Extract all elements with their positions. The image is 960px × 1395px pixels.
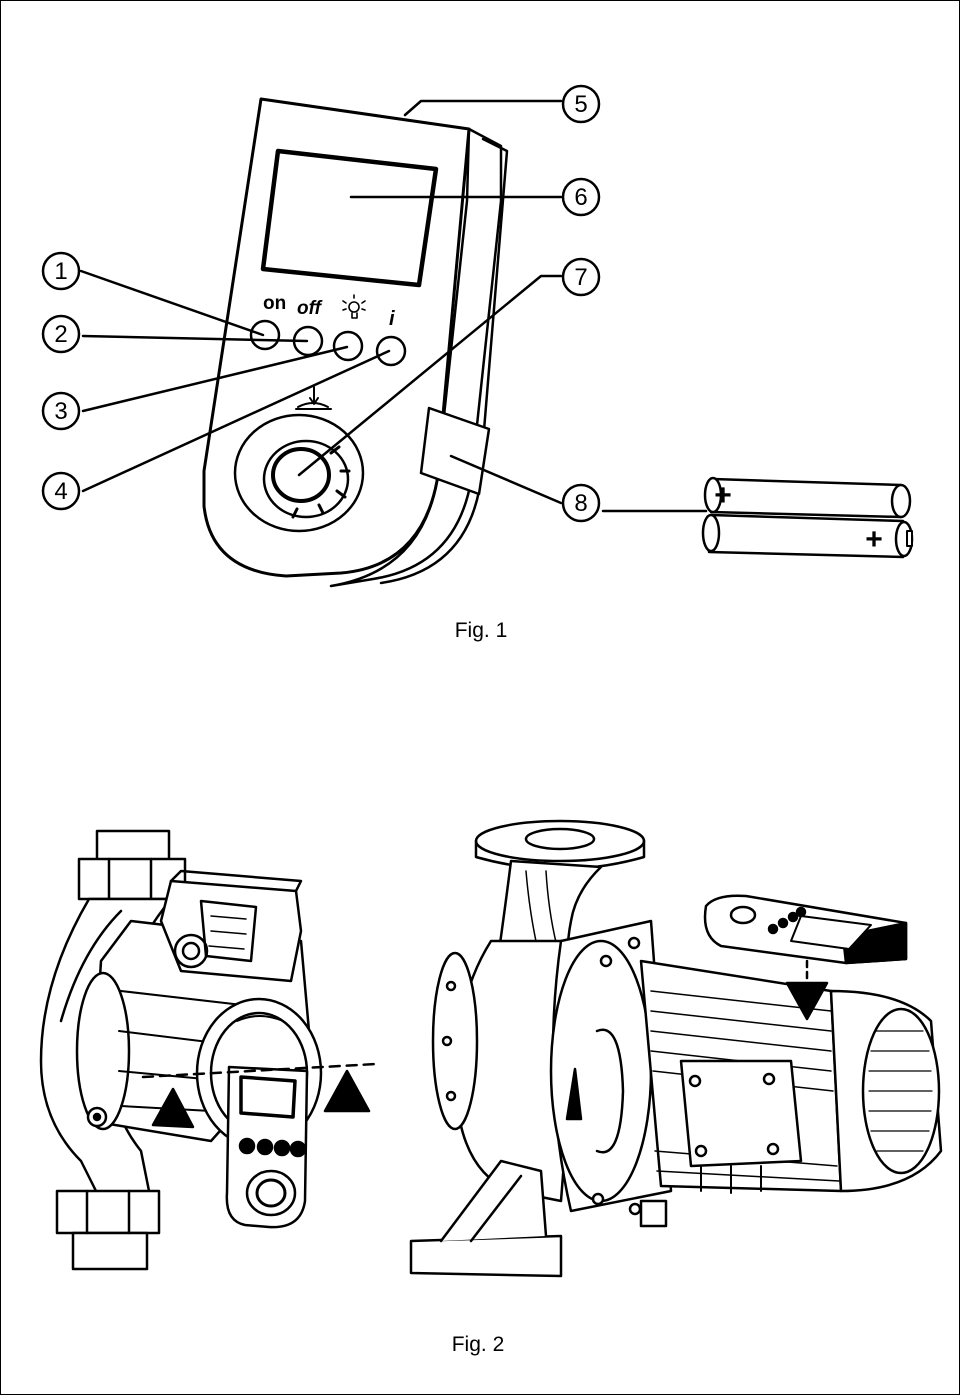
press-arrow-icon xyxy=(295,386,332,410)
batteries xyxy=(701,476,914,559)
up-arrow-left xyxy=(151,1087,195,1129)
figure-2-caption: Fig. 2 xyxy=(451,1333,505,1356)
hovering-remote xyxy=(703,894,908,965)
callouts xyxy=(41,84,601,523)
info-label: i xyxy=(389,308,395,330)
figure-2 xyxy=(39,819,943,1278)
callout-3 xyxy=(41,391,81,431)
callout-7-number: 7 xyxy=(574,264,587,291)
down-arrow xyxy=(785,981,829,1021)
inline-pump xyxy=(39,829,378,1271)
callout-2-number: 2 xyxy=(54,321,67,348)
callout-4 xyxy=(41,471,81,511)
mounted-remote xyxy=(225,1065,309,1229)
remote-control xyxy=(202,97,509,588)
lightbulb-icon xyxy=(342,294,366,319)
callout-3-number: 3 xyxy=(54,398,67,425)
light-button[interactable] xyxy=(332,330,364,362)
battery-cover xyxy=(419,406,491,496)
leader-lines xyxy=(79,99,708,513)
callout-1 xyxy=(41,251,81,291)
callout-7 xyxy=(561,257,601,297)
callout-6 xyxy=(561,177,601,217)
callout-4-number: 4 xyxy=(54,478,67,505)
callout-8-number: 8 xyxy=(574,490,587,517)
figure-1-caption: Fig. 1 xyxy=(454,619,508,642)
on-button[interactable] xyxy=(249,319,281,351)
display-screen xyxy=(260,148,439,288)
callout-1-number: 1 xyxy=(54,258,67,285)
battery-plus-bottom: + xyxy=(865,523,883,556)
info-button[interactable] xyxy=(375,335,407,367)
off-label: off xyxy=(297,298,323,319)
callout-5 xyxy=(561,84,601,124)
up-arrow-right xyxy=(323,1069,371,1113)
end-suction-pump xyxy=(409,819,943,1278)
battery-plus-top: + xyxy=(714,479,732,512)
callout-5-number: 5 xyxy=(574,91,587,118)
alignment-line xyxy=(141,1062,378,1079)
flow-arrow xyxy=(565,1067,583,1121)
selector-dial[interactable] xyxy=(233,413,365,533)
figure-1: on off i 1 2 3 4 5 6 7 8 + + xyxy=(41,84,914,588)
callout-6-number: 6 xyxy=(574,184,587,211)
callout-2 xyxy=(41,314,81,354)
callout-8 xyxy=(561,483,601,523)
on-label: on xyxy=(263,293,286,314)
